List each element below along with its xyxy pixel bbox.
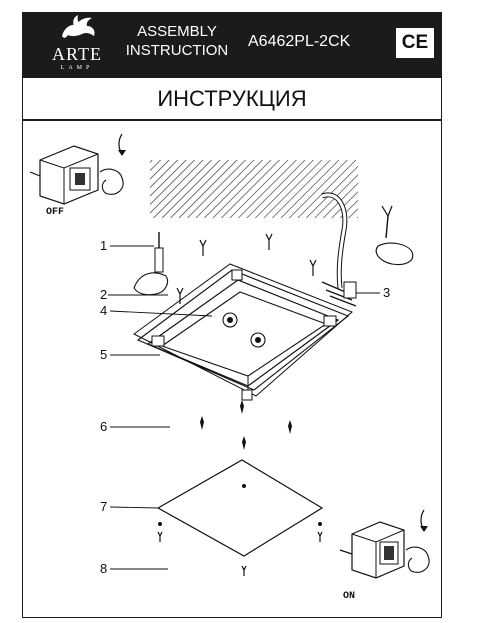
- switch-off-label: OFF: [46, 207, 65, 218]
- title-divider: [22, 119, 442, 121]
- lamp-holders: [222, 312, 266, 348]
- ceiling-hatch: [150, 160, 358, 218]
- ce-mark: CE: [396, 28, 434, 58]
- model-number: A6462PL-2CK: [248, 33, 351, 50]
- document-type-line2: INSTRUCTION: [125, 42, 229, 59]
- switch-off-illustration: [29, 133, 126, 205]
- document-type-line1: ASSEMBLY: [137, 23, 217, 40]
- wall-plugs: [176, 233, 317, 304]
- griffin-icon: [62, 15, 95, 38]
- brand-logo: ARTE LAMP: [40, 15, 114, 74]
- screwdriver-illustration: [133, 232, 169, 296]
- wire-connector-detail: [375, 205, 414, 266]
- switch-on-label: ON: [343, 591, 356, 602]
- lamp-frame: [133, 263, 353, 401]
- callout-leaders: [108, 245, 380, 570]
- switch-on-illustration: [339, 509, 430, 579]
- header-bar: [22, 12, 442, 78]
- glass-panel: [156, 459, 324, 557]
- page-frame: [22, 78, 442, 618]
- logo-subtitle: LAMP: [60, 65, 94, 71]
- callout-6: 6: [100, 419, 108, 434]
- bottom-screws: [157, 531, 323, 576]
- callout-2: 2: [100, 287, 108, 302]
- logo-wordmark: ARTE: [52, 44, 102, 64]
- callout-3: 3: [383, 285, 391, 300]
- callout-7: 7: [100, 499, 108, 514]
- screws: [200, 400, 292, 450]
- assembly-diagram: [29, 133, 430, 579]
- callout-4: 4: [100, 303, 108, 318]
- callout-5: 5: [100, 347, 108, 362]
- supply-cable: [321, 192, 357, 307]
- callout-1: 1: [100, 238, 108, 253]
- page-title: ИНСТРУКЦИЯ: [157, 86, 307, 111]
- callout-8: 8: [100, 561, 108, 576]
- document-type: ASSEMBLY INSTRUCTION: [122, 22, 232, 60]
